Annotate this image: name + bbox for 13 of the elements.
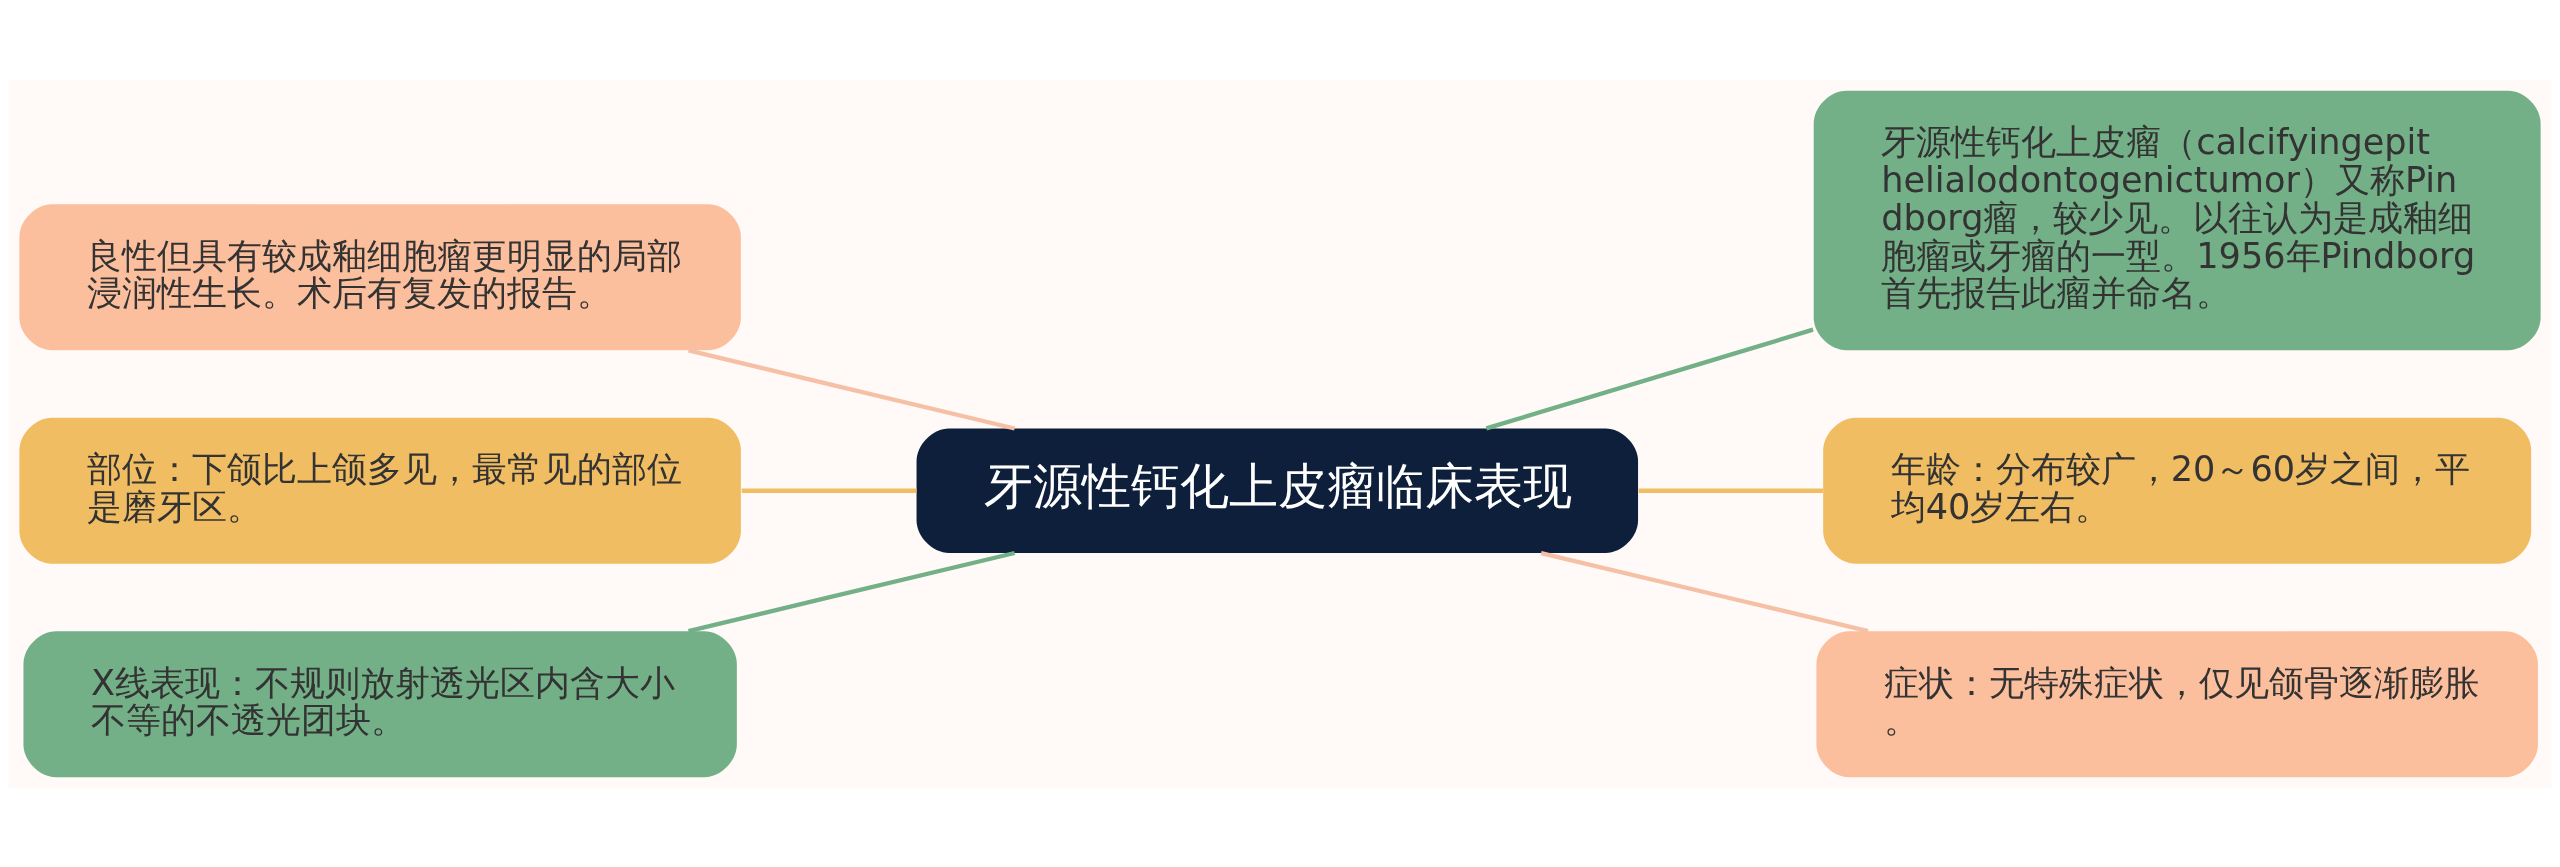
node-box: X线表现：不规则放射透光区内含大小不等的不透光团块。 — [23, 630, 737, 777]
connector — [741, 488, 917, 493]
node-box: 部位：下颌比上颌多见，最常见的部位是磨牙区。 — [19, 417, 741, 564]
node-box: 年龄：分布较广，20～60岁之间，平均40岁左右。 — [1823, 417, 2532, 564]
node-box: 牙源性钙化上皮瘤（calcifyingepithelialodontogenictumor）又称Pindborg瘤，较少见。以往认为是成釉细胞瘤或牙瘤的一型。1956年Pindborg首先报告此瘤并命名。 — [1813, 90, 2541, 350]
connector — [688, 347, 1016, 431]
connector — [1485, 327, 1814, 430]
node-box: 牙源性钙化上皮瘤临床表现 — [916, 428, 1639, 553]
node-box: 症状：无特殊症状，仅见颌骨逐渐膨胀。 — [1816, 630, 2538, 777]
node-box: 良性但具有较成釉细胞瘤更明显的局部浸润性生长。术后有复发的报告。 — [19, 203, 741, 350]
connector — [1540, 550, 1869, 633]
connector — [688, 550, 1016, 633]
connector — [1638, 488, 1823, 493]
